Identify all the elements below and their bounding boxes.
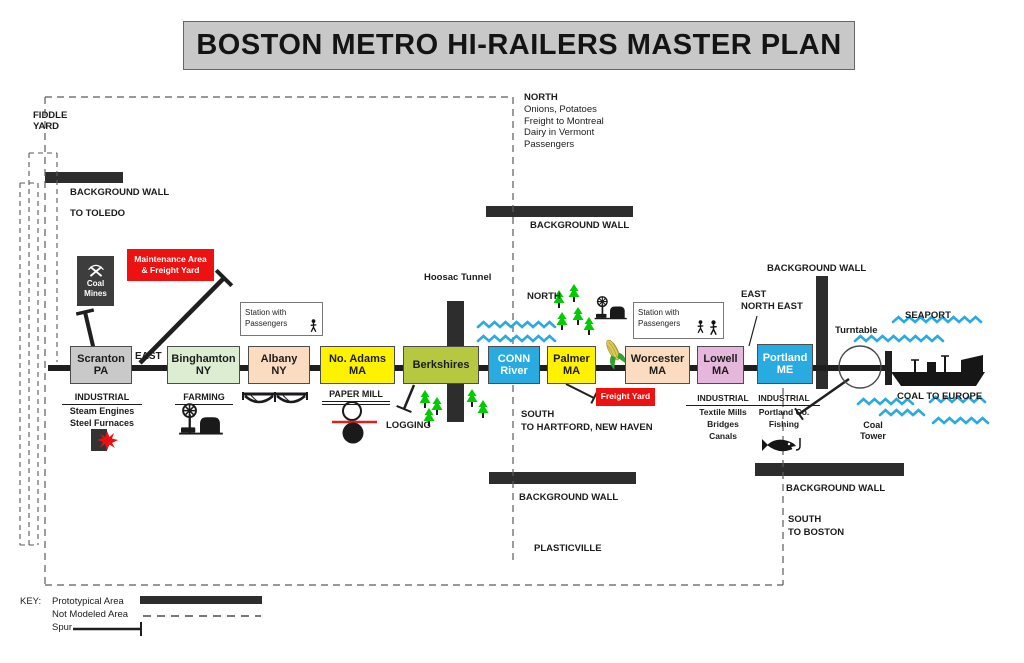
water-waves xyxy=(476,315,990,425)
background-wall-label: BACKGROUND WALL xyxy=(530,220,630,231)
farm-icon xyxy=(178,403,224,436)
plasticville-label: PLASTICVILLE xyxy=(534,543,602,554)
turntable-label: Turntable xyxy=(835,325,878,336)
north-annotation: NORTH Onions, Potatoes Freight to Montre… xyxy=(524,92,604,150)
background-wall-top-left xyxy=(45,172,123,183)
furnace-icon xyxy=(91,429,118,451)
background-wall-label: BACKGROUND WALL xyxy=(767,263,867,274)
page-title: BOSTON METRO HI-RAILERS MASTER PLAN xyxy=(183,21,855,70)
paper-mill-icon xyxy=(332,401,377,444)
key-prototypical-bar xyxy=(140,596,262,604)
line-end-cap xyxy=(885,351,892,385)
background-wall-bottom-right xyxy=(755,463,904,476)
background-wall-portland-vertical xyxy=(816,276,828,389)
hoosac-tunnel-label: Hoosac Tunnel xyxy=(424,272,492,283)
coal-to-europe-label: COAL TO EUROPE xyxy=(897,391,983,402)
maintenance-freight-yard-box: Maintenance Area & Freight Yard xyxy=(127,249,214,281)
station-with-passengers-box: Station with Passengers xyxy=(633,302,724,339)
farming-label: FARMING xyxy=(175,391,233,405)
dashed-boundary xyxy=(44,96,784,586)
to-toledo-label: TO TOLEDO xyxy=(70,208,126,219)
fiddle-yard-tracks xyxy=(19,152,58,546)
background-wall-bottom-middle xyxy=(489,472,636,484)
station-with-passengers-box: Station with Passengers xyxy=(240,302,323,336)
background-wall-label: BACKGROUND WALL xyxy=(786,483,886,494)
fiddle-yard-label: FIDDLE YARD xyxy=(33,110,68,132)
background-wall-label: BACKGROUND WALL xyxy=(70,187,170,198)
coal-mines-box: Coal Mines xyxy=(77,256,114,306)
turntable-circle xyxy=(838,345,882,389)
person-icon xyxy=(697,320,704,334)
east-label: EAST xyxy=(135,351,162,362)
logging-label: LOGGING xyxy=(386,420,431,431)
north-small-label: NORTH xyxy=(527,291,561,302)
background-wall-top-middle xyxy=(486,206,633,217)
background-wall-label: BACKGROUND WALL xyxy=(519,492,619,503)
portland-industrial-notes: INDUSTRIAL Portland Co. Fishing xyxy=(748,392,820,430)
south-hartford-label: SOUTH TO HARTFORD, NEW HAVEN xyxy=(521,409,653,433)
east-north-east-label: EAST NORTH EAST xyxy=(741,289,803,312)
key-title: KEY: xyxy=(20,596,42,607)
ship-icon xyxy=(891,355,985,386)
paper-mill-label: PAPER MILL xyxy=(322,388,390,405)
key-item-spur: Spur xyxy=(52,622,73,633)
pickaxe-icon xyxy=(87,264,104,277)
person-icon xyxy=(710,320,717,335)
key-item-not-modeled: Not Modeled Area xyxy=(52,609,129,620)
north-title: NORTH xyxy=(524,92,558,103)
freight-yard-box: Freight Yard xyxy=(596,388,655,406)
bridge-icon xyxy=(242,392,308,404)
hoosac-tunnel-bar-top xyxy=(447,301,464,347)
farm-icon xyxy=(593,296,628,320)
coal-tower-label: Coal Tower xyxy=(860,420,886,441)
south-boston-label: SOUTH TO BOSTON xyxy=(788,514,845,538)
person-icon xyxy=(310,319,317,333)
fish-icon xyxy=(762,438,801,452)
station-berkshires: Berkshires xyxy=(403,346,479,384)
key-samples xyxy=(73,615,261,636)
key-item-prototypical: Prototypical Area xyxy=(52,596,124,607)
seaport-label: SEAPORT xyxy=(905,310,951,321)
lowell-industrial-notes: INDUSTRIAL Textile Mills Bridges Canals xyxy=(686,392,760,442)
scranton-industrial-notes: INDUSTRIAL Steam Engines Steel Furnaces xyxy=(62,391,142,429)
corn-icon xyxy=(606,339,626,370)
hoosac-tunnel-bar-bottom xyxy=(447,384,464,422)
